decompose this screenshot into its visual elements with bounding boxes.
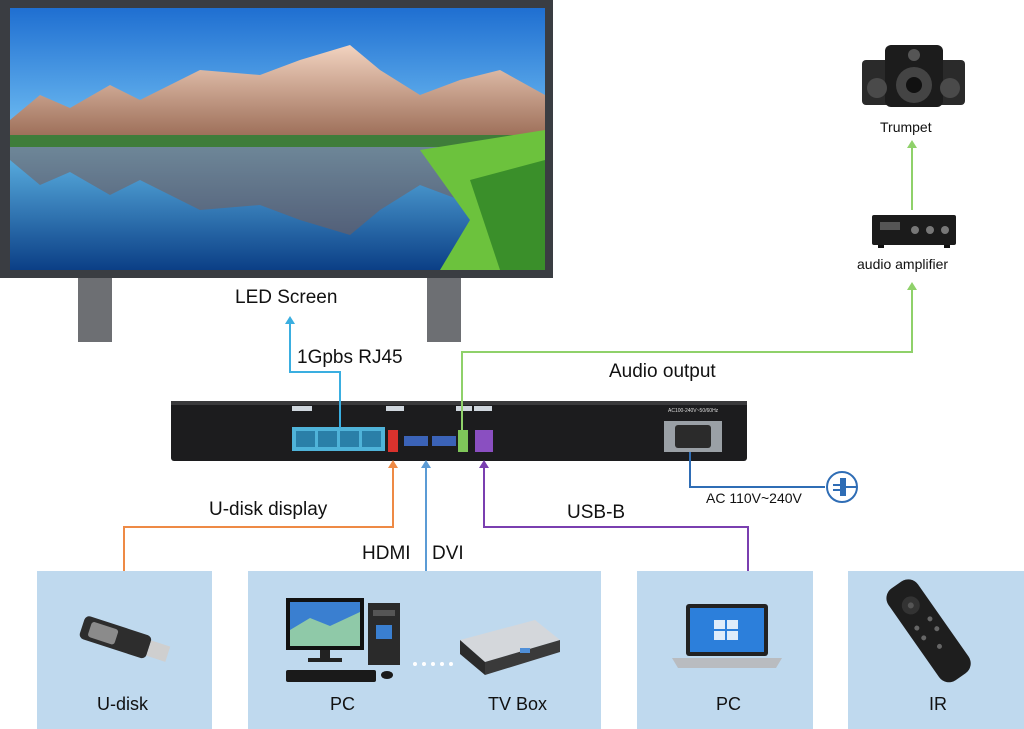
ir-remote-icon — [886, 579, 971, 683]
speaker-icon — [862, 45, 965, 107]
audio-line — [461, 287, 913, 430]
ir-panel-label: IR — [929, 694, 947, 714]
power-plug-icon — [826, 471, 858, 503]
udisk-line — [123, 465, 394, 571]
desktop-pc-icon — [286, 598, 400, 682]
pc-panel-label: PC — [330, 694, 356, 714]
tv-box-icon — [460, 620, 560, 675]
amplifier-label: audio amplifier — [857, 256, 949, 272]
dvi-label: DVI — [432, 543, 464, 564]
amplifier-icon — [872, 215, 956, 248]
laptop-pc-panel-label: PC — [716, 694, 742, 714]
u-disk-panel-label: U-disk — [97, 694, 149, 714]
u-disk-display-label: U-disk display — [209, 499, 328, 520]
led-screen — [0, 0, 553, 342]
usb-line — [483, 465, 749, 571]
usb-stick-icon — [79, 616, 171, 662]
controller-device — [171, 401, 747, 461]
device-ac-label: AC100-240V~50/60Hz — [668, 408, 719, 414]
audio-output-label: Audio output — [609, 361, 716, 382]
ac-power-label: AC 110V~240V — [706, 490, 802, 506]
power-line — [689, 452, 825, 488]
dotted-separator — [413, 662, 453, 666]
usb-b-label: USB-B — [567, 502, 626, 523]
laptop-icon — [672, 604, 782, 668]
led-screen-label: LED Screen — [235, 287, 338, 308]
trumpet-label: Trumpet — [880, 119, 932, 135]
rj45-label: 1Gpbs RJ45 — [297, 347, 403, 368]
rj45-line — [289, 320, 341, 428]
tv-box-panel-label: TV Box — [488, 694, 548, 714]
hdmi-label: HDMI — [362, 543, 411, 564]
